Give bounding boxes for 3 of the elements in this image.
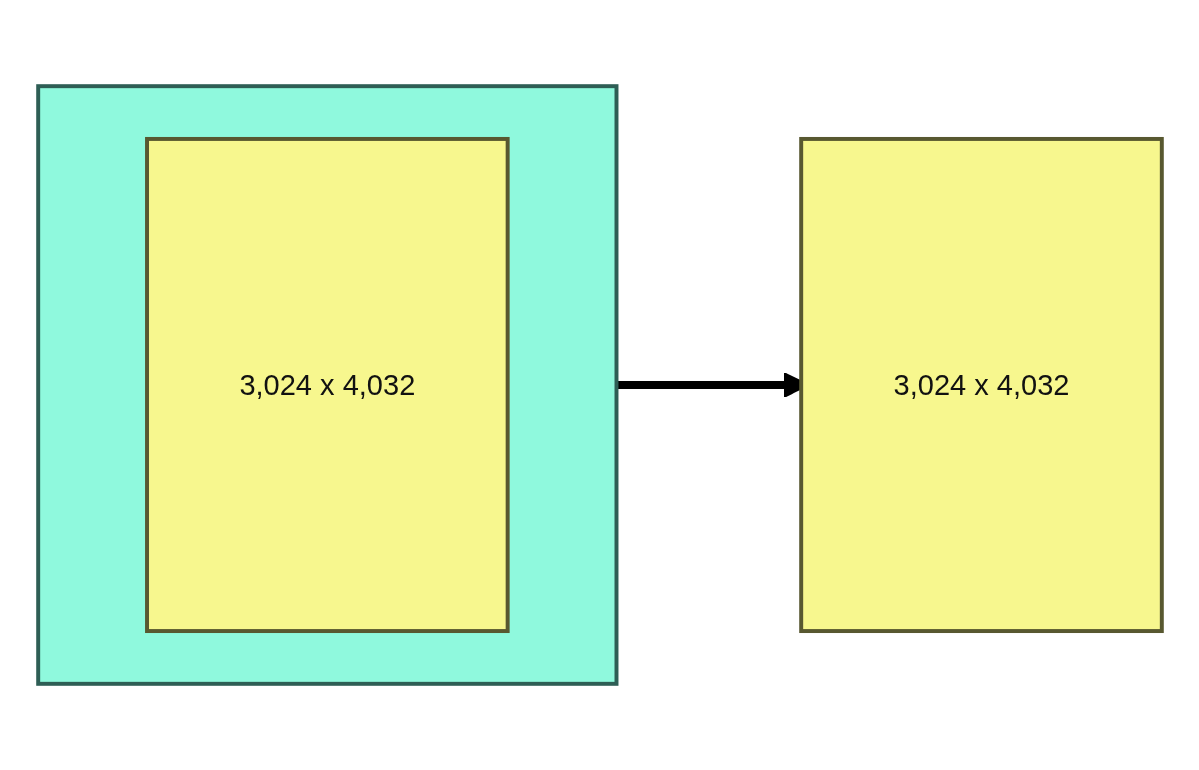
cluster [35,84,618,686]
node-box: 3,024 x 4,032 [144,136,510,634]
node-box: 3,024 x 4,032 [798,136,1164,634]
